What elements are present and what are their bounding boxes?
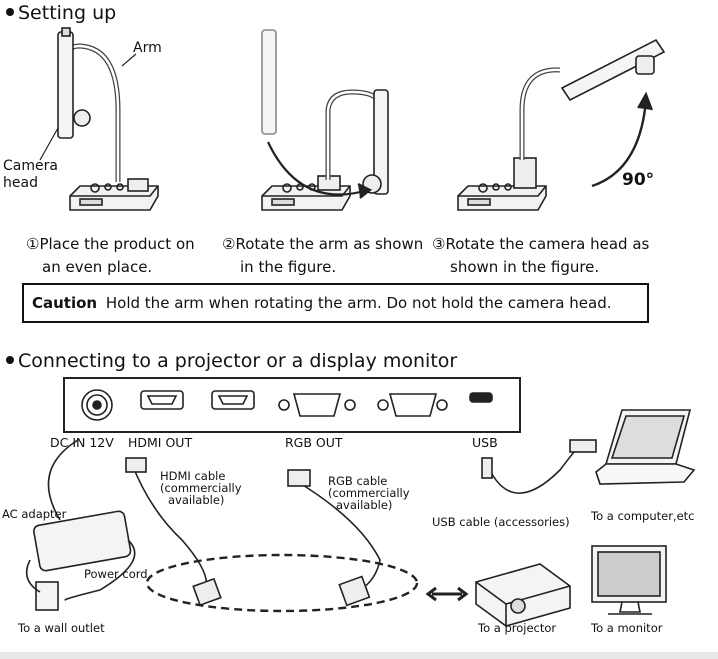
caution-label: Caution: [32, 294, 98, 312]
document-camera-figure-2: [261, 29, 389, 211]
port-label-usb: USB: [472, 435, 498, 450]
document-camera-figure-3: [457, 38, 666, 211]
rotation-angle-label: 90°: [622, 170, 655, 190]
caution-box: Caution Hold the arm when rotating the a…: [22, 283, 649, 323]
monitor-label: To a monitor: [591, 621, 663, 635]
port-label-hdmi: HDMI OUT: [128, 435, 193, 450]
section-title-connecting: Connecting to a projector or a display m…: [6, 350, 457, 372]
cables: [25, 439, 597, 613]
camera-head-label: Camera head: [3, 158, 58, 191]
caution-text: Hold the arm when rotating the arm. Do n…: [105, 294, 612, 312]
port-label-dc: DC IN 12V: [50, 435, 114, 450]
rgb-cable-label: RGB cable (commercially available): [328, 474, 410, 512]
computer-label: To a computer,etc: [591, 509, 695, 523]
hdmi-cable-label: HDMI cable (commercially available): [160, 469, 242, 507]
power-cord-label: Power cord: [84, 567, 148, 581]
step-3: ③Rotate the camera head as shown in the …: [432, 235, 650, 276]
port-label-rgb: RGB OUT: [285, 435, 343, 450]
projector: [475, 563, 571, 627]
wall-outlet-label: To a wall outlet: [18, 621, 105, 635]
laptop: [595, 409, 696, 485]
ac-adapter-label: AC adapter: [2, 507, 67, 521]
rear-panel: [63, 377, 521, 433]
bullet-icon: [6, 7, 14, 16]
bullet-icon: [6, 355, 14, 364]
section-title-setting-up: Setting up: [6, 2, 116, 24]
usb-cable-label: USB cable (accessories): [432, 515, 570, 529]
step-1: ①Place the product on an even place.: [26, 235, 195, 276]
document-camera-figure-1: [39, 27, 159, 211]
step-2: ②Rotate the arm as shown in the figure.: [222, 235, 424, 276]
arm-label: Arm: [133, 40, 162, 56]
projector-label: To a projector: [478, 621, 557, 635]
monitor: [591, 545, 667, 615]
